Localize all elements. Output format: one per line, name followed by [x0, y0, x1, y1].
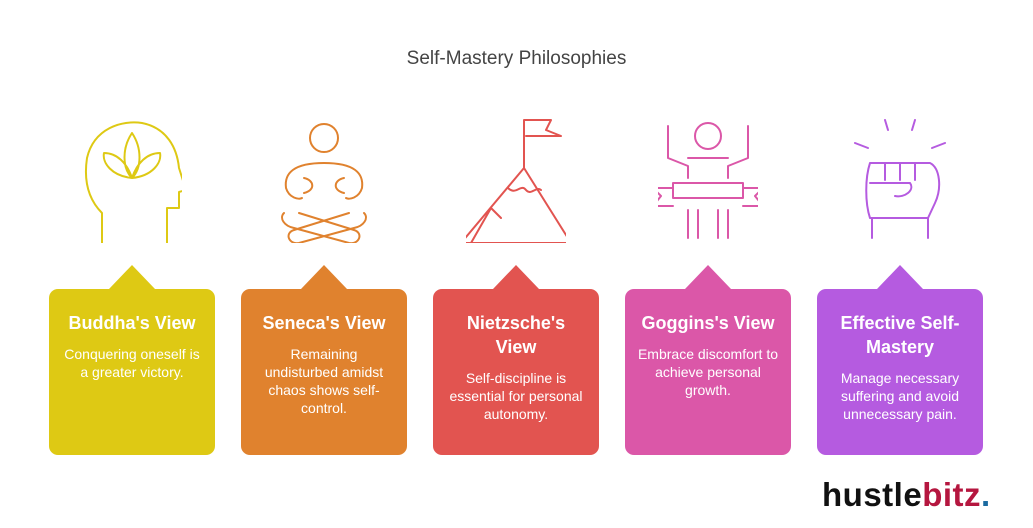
card-goggins: Goggins's View Embrace discomfort to ach…: [625, 265, 791, 455]
column-goggins: Goggins's View Embrace discomfort to ach…: [625, 110, 791, 455]
logo-dot: .: [981, 476, 991, 513]
card-nietzsche: Nietzsche's View Self-discipline is esse…: [433, 265, 599, 455]
logo-part1: hustle: [822, 476, 923, 513]
card-text: Embrace discomfort to achieve personal g…: [637, 346, 779, 398]
column-nietzsche: Nietzsche's View Self-discipline is esse…: [433, 110, 599, 455]
card-heading: Buddha's View: [68, 313, 196, 333]
card-text: Self-discipline is essential for persona…: [449, 370, 583, 422]
card-text: Manage necessary suffering and avoid unn…: [840, 370, 960, 422]
card-buddha: Buddha's View Conquering oneself is a gr…: [49, 265, 215, 455]
card-heading: Nietzsche's View: [466, 313, 566, 357]
hustlebitz-logo: hustlebitz.: [822, 476, 991, 514]
column-seneca: Seneca's View Remaining undisturbed amid…: [241, 110, 407, 455]
meditation-icon: [281, 123, 367, 243]
logo-part2: bitz: [922, 476, 982, 513]
column-buddha: Buddha's View Conquering oneself is a gr…: [49, 110, 215, 455]
diagram-title: Self-Mastery Philosophies: [406, 48, 627, 69]
finish-line-icon: [658, 122, 758, 239]
column-effective: Effective Self-Mastery Manage necessary …: [817, 110, 983, 455]
card-heading: Goggins's View: [641, 313, 775, 333]
card-effective: Effective Self-Mastery Manage necessary …: [817, 265, 983, 455]
card-heading: Seneca's View: [262, 313, 386, 333]
card-seneca: Seneca's View Remaining undisturbed amid…: [241, 265, 407, 455]
raised-fist-icon: [854, 119, 946, 239]
card-text: Remaining undisturbed amidst chaos shows…: [264, 346, 384, 416]
card-text: Conquering oneself is a greater victory.: [64, 346, 200, 380]
card-heading: Effective Self-Mastery: [840, 313, 960, 357]
mountain-flag-icon: [466, 119, 566, 243]
head-lotus-icon: [84, 121, 182, 243]
